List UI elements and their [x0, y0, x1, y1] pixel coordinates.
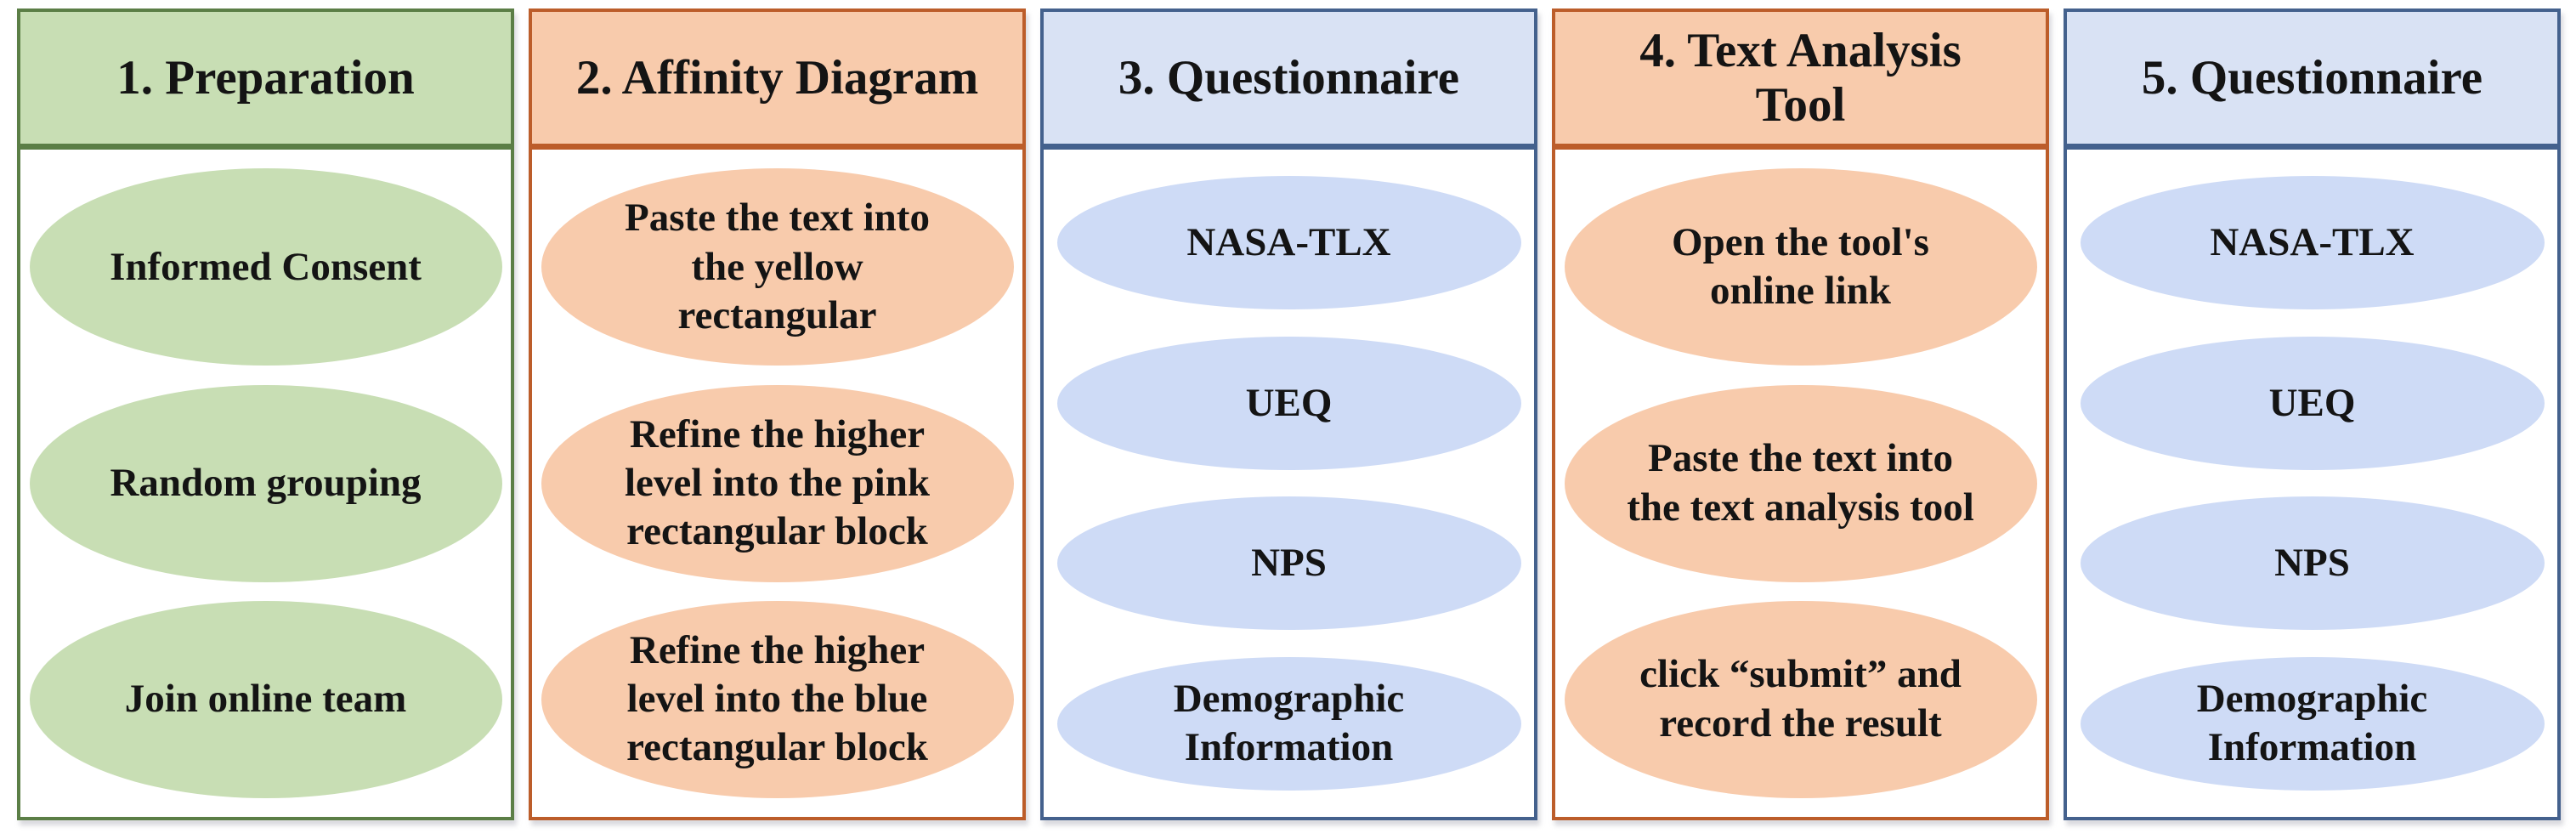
- step-label: Demographic Information: [2196, 676, 2428, 770]
- step-oval: Join online team: [29, 600, 502, 798]
- step-label: Join online team: [124, 677, 407, 722]
- step-label: Demographic Information: [1173, 676, 1405, 770]
- step-label: Refine the higher level into the pink re…: [624, 411, 931, 554]
- step-label: NPS: [1251, 541, 1327, 585]
- column-header-questionnaire-first: 3. Questionnaire: [1040, 9, 1537, 147]
- column-body: NASA-TLX UEQ NPS Demographic Information: [2064, 146, 2561, 820]
- step-oval: Open the tool's online link: [1564, 168, 2037, 366]
- step-oval: Refine the higher level into the blue re…: [541, 600, 1014, 798]
- column-questionnaire-first: 3. Questionnaire NASA-TLX UEQ NPS Demogr…: [1040, 9, 1537, 820]
- step-label: NPS: [2274, 541, 2350, 585]
- column-preparation: 1. Preparation Informed Consent Random g…: [17, 9, 514, 820]
- column-body: NASA-TLX UEQ NPS Demographic Information: [1040, 146, 1537, 820]
- step-label: Open the tool's online link: [1672, 219, 1929, 314]
- step-oval: UEQ: [2080, 336, 2545, 470]
- step-oval: click “submit” and record the result: [1564, 600, 2037, 798]
- step-label: UEQ: [1245, 380, 1333, 425]
- step-oval: Informed Consent: [29, 168, 502, 366]
- column-title: 1. Preparation: [116, 50, 415, 105]
- step-oval: NPS: [1056, 496, 1521, 631]
- step-oval: Refine the higher level into the pink re…: [541, 384, 1014, 582]
- column-title: 2. Affinity Diagram: [575, 50, 979, 105]
- step-label: Paste the text into the yellow rectangul…: [625, 196, 930, 337]
- step-label: Paste the text into the text analysis to…: [1627, 436, 1974, 530]
- column-title: 5. Questionnaire: [2141, 50, 2483, 105]
- column-text-analysis-tool: 4. Text Analysis Tool Open the tool's on…: [1552, 9, 2049, 820]
- step-label: Informed Consent: [110, 244, 422, 289]
- step-oval: UEQ: [1056, 336, 1521, 470]
- step-oval: Demographic Information: [2080, 656, 2545, 791]
- step-oval: Random grouping: [29, 384, 502, 582]
- step-oval: Demographic Information: [1056, 656, 1521, 791]
- step-oval: NASA-TLX: [2080, 176, 2545, 310]
- step-label: Refine the higher level into the blue re…: [626, 627, 928, 770]
- step-label: UEQ: [2268, 380, 2356, 425]
- step-oval: Paste the text into the text analysis to…: [1564, 384, 2037, 582]
- column-body: Paste the text into the yellow rectangul…: [529, 146, 1026, 820]
- step-oval: NASA-TLX: [1056, 176, 1521, 310]
- step-label: click “submit” and record the result: [1639, 652, 1962, 745]
- column-title: 4. Text Analysis Tool: [1639, 23, 1962, 132]
- column-header-questionnaire-second: 5. Questionnaire: [2064, 9, 2561, 147]
- column-affinity-diagram: 2. Affinity Diagram Paste the text into …: [529, 9, 1026, 820]
- column-header-preparation: 1. Preparation: [17, 9, 514, 147]
- step-oval: NPS: [2080, 496, 2545, 631]
- step-label: Random grouping: [110, 460, 422, 505]
- column-questionnaire-second: 5. Questionnaire NASA-TLX UEQ NPS Demogr…: [2064, 9, 2561, 820]
- step-oval: Paste the text into the yellow rectangul…: [541, 168, 1014, 366]
- column-body: Informed Consent Random grouping Join on…: [17, 146, 514, 820]
- process-flow-diagram: 1. Preparation Informed Consent Random g…: [17, 9, 2561, 820]
- column-header-affinity-diagram: 2. Affinity Diagram: [529, 9, 1026, 147]
- column-title: 3. Questionnaire: [1118, 50, 1460, 105]
- column-body: Open the tool's online link Paste the te…: [1552, 146, 2049, 820]
- step-label: NASA-TLX: [1186, 220, 1391, 265]
- step-label: NASA-TLX: [2210, 220, 2415, 265]
- column-header-text-analysis-tool: 4. Text Analysis Tool: [1552, 9, 2049, 147]
